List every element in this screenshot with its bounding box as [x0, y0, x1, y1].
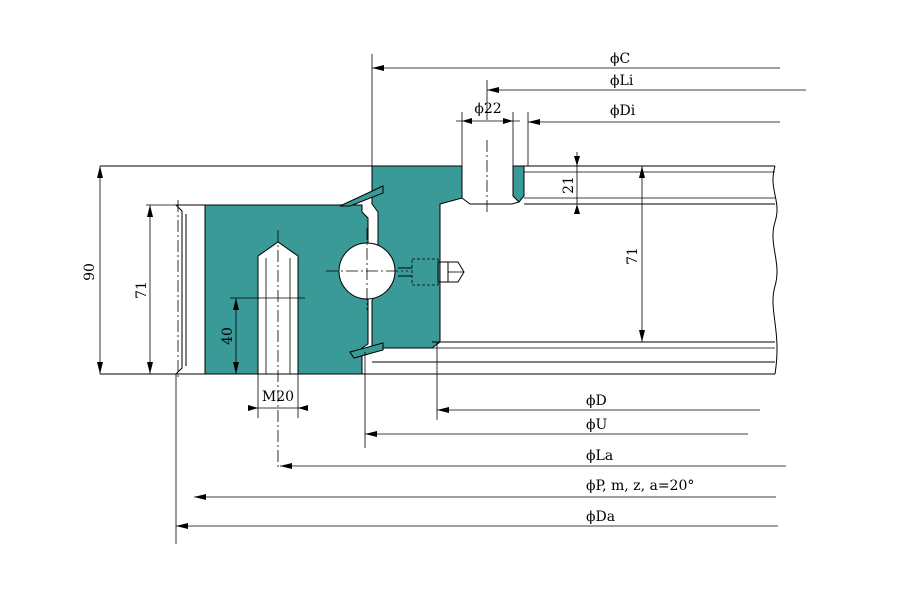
diameter-li-label: ϕLi [610, 73, 634, 89]
gear-height-dimension: 21 [561, 152, 580, 214]
height-inner-ring-label: 71 [625, 247, 641, 265]
height-dimension-71-inner: 71 [625, 166, 645, 342]
bolt-thread-label: M20 [262, 389, 294, 405]
diameter-di: ϕDi [527, 103, 780, 166]
diameter-d-label: ϕD [586, 393, 607, 409]
diameter-pitch-label: ϕP, m, z, a=20° [586, 478, 694, 494]
diameter-la: ϕLa [280, 448, 786, 469]
hole-diameter-label: ϕ22 [474, 101, 501, 117]
bolt-depth-dimension: 40 [220, 298, 239, 374]
diameter-la-label: ϕLa [586, 448, 613, 464]
outer-ring [174, 204, 369, 470]
diameter-li: ϕLi [486, 73, 806, 120]
diameter-da: ϕDa [175, 374, 778, 544]
height-outer-ring-label: 71 [134, 281, 150, 299]
seals [339, 185, 384, 359]
diameter-u-label: ϕU [586, 417, 608, 433]
diameter-c-label: ϕC [610, 51, 630, 67]
height-total-label: 90 [82, 263, 98, 281]
hole-diameter-dimension: ϕ22 [456, 101, 520, 166]
rolling-ball [326, 228, 408, 310]
centerlines [177, 140, 488, 380]
bolt-depth-label: 40 [220, 327, 236, 345]
height-dimension-90: 90 [82, 166, 103, 374]
gear-height-label: 21 [561, 176, 577, 194]
height-dimension-71-outer: 71 [134, 204, 205, 374]
bolt-thread-dimension: M20 [248, 374, 308, 418]
inner-ring [100, 165, 778, 375]
diameter-c: ϕC [371, 51, 780, 166]
diameter-d: ϕD [436, 342, 760, 420]
diameter-u: ϕU [364, 352, 748, 448]
grease-nipple [398, 258, 465, 286]
diameter-pitch: ϕP, m, z, a=20° [194, 478, 776, 500]
diameter-di-label: ϕDi [610, 103, 636, 119]
diameter-da-label: ϕDa [586, 509, 615, 525]
